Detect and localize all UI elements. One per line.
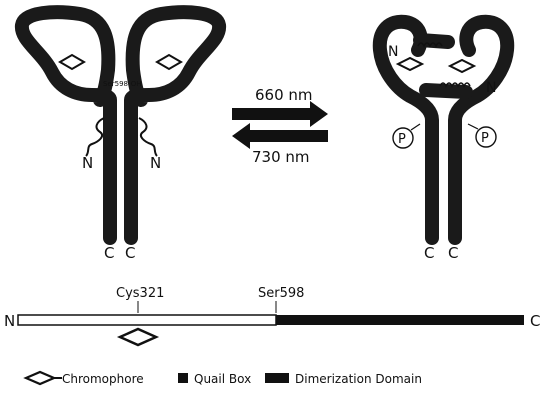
c-terminal-dimerization-domain xyxy=(276,315,524,325)
n-label-left-a: N xyxy=(82,154,93,172)
c-label-right-a: C xyxy=(424,244,434,262)
chromophore-diamond-left xyxy=(60,55,84,69)
diamond-icon xyxy=(26,372,54,384)
c-label-left-a: C xyxy=(104,244,114,262)
phospho-group-right: P xyxy=(468,124,496,147)
chromophore-diamond-right-b xyxy=(450,60,474,72)
phospho-label-right: P xyxy=(481,131,489,146)
legend: Chromophore Quail Box Dimerization Domai… xyxy=(26,372,422,386)
n-terminal-tail-right xyxy=(139,118,157,156)
forward-arrow xyxy=(232,101,328,127)
c-terminus-label: C xyxy=(530,312,540,330)
c-label-left-b: C xyxy=(125,244,135,262)
cys321-label: Cys321 xyxy=(116,286,164,301)
photoconversion-arrows: 660 nm 730 nm xyxy=(232,86,328,166)
n-terminus-label: N xyxy=(4,312,15,330)
n-label-left-b: N xyxy=(150,154,161,172)
n-label-right-b: N xyxy=(486,80,496,96)
legend-chromophore-label: Chromophore xyxy=(62,372,144,386)
c-label-right-b: C xyxy=(448,244,458,262)
right-dimer: N N P P C C xyxy=(380,22,507,262)
phospho-group-left: P xyxy=(393,124,420,148)
n-terminal-domain xyxy=(18,315,276,325)
legend-quail-box-label: Quail Box xyxy=(194,372,251,386)
chromophore-diamond-right xyxy=(157,55,181,69)
ser598-oh-label: Ser598-OH xyxy=(103,80,141,88)
phospho-label-left: P xyxy=(398,132,406,147)
n-label-right-a: N xyxy=(388,44,398,60)
ser598-label: Ser598 xyxy=(258,286,304,301)
domain-bar: Cys321 Ser598 N C xyxy=(4,286,540,345)
black-rect-icon xyxy=(265,373,289,383)
small-square-icon xyxy=(178,373,188,383)
reverse-wavelength-label: 730 nm xyxy=(252,148,310,166)
chromophore-diamond-bar xyxy=(120,329,156,345)
left-monomer-b xyxy=(131,12,219,238)
legend-dimerization-label: Dimerization Domain xyxy=(295,372,422,386)
n-terminal-tail-left xyxy=(86,118,104,156)
forward-wavelength-label: 660 nm xyxy=(255,86,313,104)
chromophore-diamond-right-a xyxy=(398,58,422,70)
reverse-arrow xyxy=(232,123,328,149)
left-dimer: Ser598-OH N N C C xyxy=(22,12,219,262)
